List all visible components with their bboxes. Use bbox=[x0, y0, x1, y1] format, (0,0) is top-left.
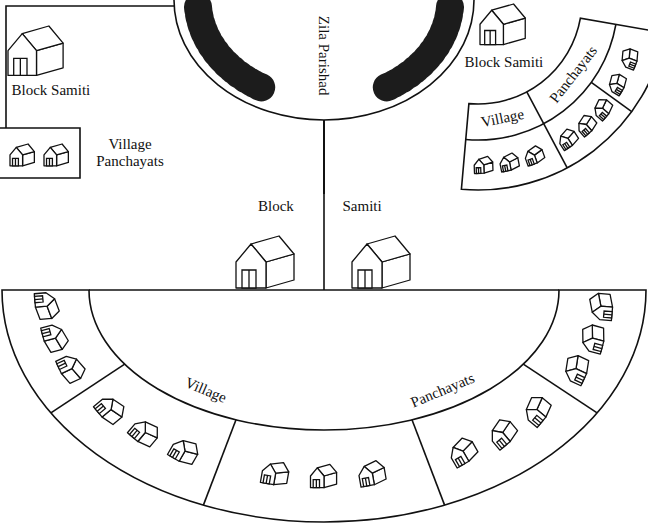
house-icon bbox=[578, 323, 607, 354]
house-icon bbox=[10, 144, 34, 166]
ground-line bbox=[89, 289, 559, 291]
ring-divider bbox=[412, 420, 445, 505]
house-icon bbox=[260, 459, 290, 487]
house-icon bbox=[519, 392, 554, 427]
zila-outline bbox=[174, 0, 474, 120]
node-label: Zila Parishad bbox=[315, 15, 332, 95]
node-label: Block bbox=[258, 198, 294, 215]
ring-divider bbox=[203, 420, 236, 505]
house-icon bbox=[8, 26, 63, 75]
node-label: Block Samiti bbox=[465, 54, 544, 71]
house-icon bbox=[555, 127, 580, 151]
house-icon bbox=[498, 152, 519, 172]
connector-line bbox=[323, 120, 325, 194]
house-icon bbox=[127, 415, 162, 450]
tree-band bbox=[383, 7, 450, 89]
house-icon bbox=[590, 96, 615, 121]
node-label: Village bbox=[479, 106, 525, 132]
node-label: Village bbox=[182, 375, 229, 408]
diagram-node: Block Samiti bbox=[4, 22, 114, 104]
node-label: Panchayats bbox=[546, 43, 601, 107]
house-icon bbox=[480, 4, 525, 45]
diagram-node: Block Samiti bbox=[458, 2, 552, 78]
house-icon bbox=[352, 236, 410, 288]
house-icon bbox=[588, 293, 614, 321]
house-icon bbox=[574, 112, 599, 137]
node-label: Village Panchayats bbox=[85, 136, 175, 171]
house-icon bbox=[445, 435, 479, 468]
house-icon bbox=[34, 292, 60, 320]
house-icon bbox=[44, 144, 68, 166]
node-label: Panchayats bbox=[408, 370, 477, 412]
tree-band bbox=[198, 7, 265, 89]
village-box bbox=[0, 128, 80, 178]
node-label: Block Samiti bbox=[12, 82, 91, 99]
diagram-node: Village Panchayats bbox=[2, 290, 646, 522]
node-label: Samiti bbox=[343, 198, 382, 215]
diagram-node: Zila Parishad bbox=[174, 0, 474, 120]
house-icon bbox=[236, 236, 294, 288]
house-icon bbox=[93, 392, 128, 427]
house-icon bbox=[41, 322, 70, 353]
house-icon bbox=[523, 144, 546, 166]
house-icon bbox=[605, 71, 629, 95]
diagram-node: Village Panchayats bbox=[460, 16, 648, 192]
house-icon bbox=[167, 434, 201, 467]
house-icon bbox=[56, 351, 88, 385]
house-icon bbox=[311, 464, 337, 487]
house-icon bbox=[474, 156, 493, 173]
stem-line bbox=[323, 194, 325, 290]
diagram-node: Block Samiti bbox=[229, 194, 419, 290]
ring-outline bbox=[2, 290, 646, 522]
house-icon bbox=[560, 352, 592, 386]
house-icon bbox=[618, 47, 640, 70]
tree-band bbox=[383, 7, 450, 89]
diagram-node: Village Panchayats bbox=[0, 128, 180, 180]
region-border bbox=[6, 6, 174, 128]
tree-band bbox=[198, 7, 265, 89]
house-icon bbox=[485, 415, 520, 450]
house-icon bbox=[357, 459, 387, 487]
